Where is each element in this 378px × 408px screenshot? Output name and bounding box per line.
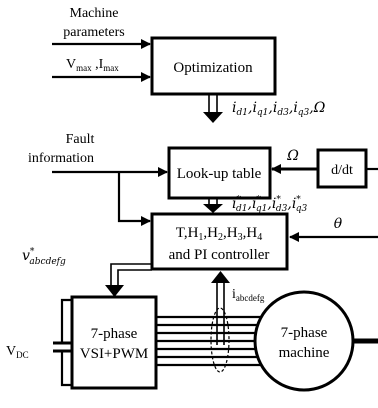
lookup-table-block [167, 146, 272, 200]
controller-to-vsi-arrowhead [105, 285, 124, 297]
theta-label: θ [334, 216, 343, 232]
dc-voltage-label: VDC [6, 344, 29, 360]
machine-label-line2: machine [279, 345, 330, 361]
current-feedback-label: iabcdefg [232, 287, 265, 303]
opt-to-lookup-arrowhead [203, 112, 223, 123]
optimization-label: Optimization [173, 60, 253, 76]
controller-label-line1: T,H1,H2,H3,H4 [176, 225, 262, 243]
vsi-block [70, 295, 158, 390]
current-feedback-arrowhead [211, 271, 230, 283]
vsi-label-line2: VSI+PWM [80, 346, 148, 362]
reference-currents-label: i*d1,i*q1,i*d3,i*q3 [232, 195, 308, 214]
lookup-to-controller-arrowhead [203, 204, 223, 213]
machine-label-line1: 7-phase [281, 325, 328, 341]
controller-label-line2: and PI controller [169, 247, 270, 263]
machine-circle [253, 290, 355, 392]
omega-label: Ω [286, 148, 299, 164]
machine-parameters-label-line1: Machine [70, 6, 119, 21]
optimization-block [150, 36, 277, 96]
fault-information-label-line2: information [28, 151, 94, 166]
fault-information-label-line1: Fault [66, 132, 95, 147]
fault-to-controller-arrow [117, 172, 151, 226]
dc-bus-bottom-wire [60, 351, 72, 387]
limits-label: Vmax ,Imax [66, 57, 119, 73]
controller-block [150, 212, 289, 271]
dc-bus-top-wire [60, 298, 72, 343]
optimal-currents-label: id1,iq1,id3,iq3,Ω [232, 100, 326, 118]
voltage-reference-label: v*abcdefg [22, 247, 66, 267]
vsi-label-line1: 7-phase [91, 326, 138, 342]
lookup-table-label: Look-up table [177, 166, 262, 182]
phase-wires [156, 315, 265, 367]
derivative-label: d/dt [331, 163, 353, 178]
machine-parameters-label-line2: parameters [63, 25, 124, 40]
controller-to-vsi-arrow-inner [117, 269, 152, 287]
derivative-block [316, 148, 368, 189]
controller-to-vsi-arrow-outer [110, 263, 152, 287]
